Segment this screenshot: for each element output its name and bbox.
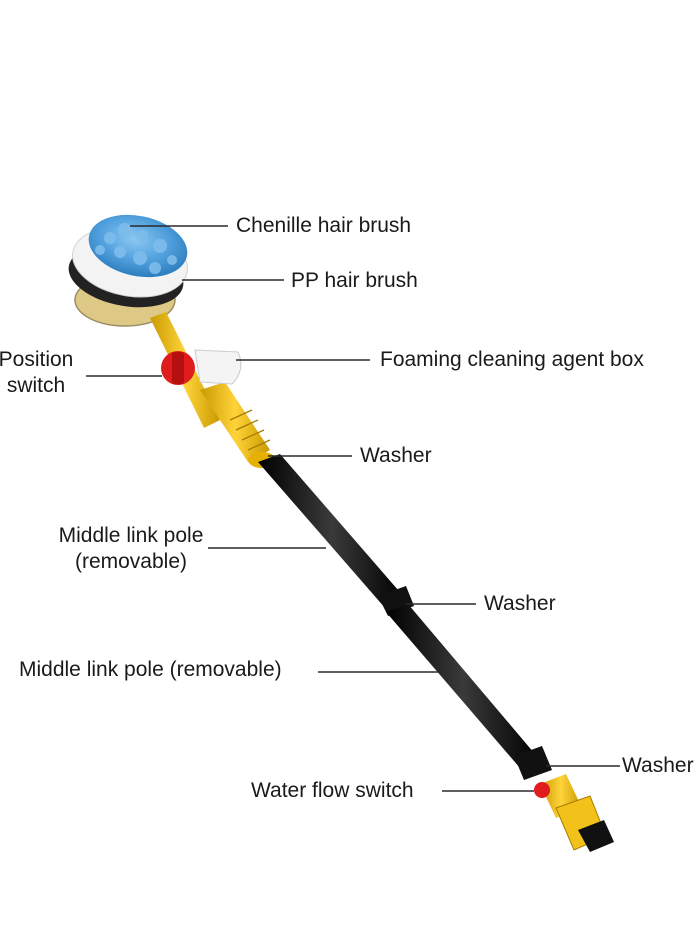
- label-water-flow-switch: Water flow switch: [251, 779, 414, 802]
- label-middle-pole-2: Middle link pole (removable): [19, 658, 282, 681]
- label-position-switch: Position switch: [0, 347, 82, 399]
- yellow-connector: [150, 312, 276, 468]
- label-foaming-box: Foaming cleaning agent box: [380, 348, 644, 371]
- chenille-top: [88, 214, 188, 278]
- label-middle-pole-1-line2: (removable): [74, 550, 188, 573]
- bottom-connector: [534, 774, 614, 852]
- leader-lines: [86, 225, 620, 792]
- label-position-switch-line1: Position: [0, 348, 74, 371]
- position-switch-knob: [161, 351, 195, 385]
- brush-head: [68, 214, 188, 327]
- label-middle-pole-1: Middle link pole (removable): [50, 523, 212, 575]
- label-washer-upper: Washer: [360, 444, 432, 467]
- label-washer-lower: Washer: [622, 754, 694, 777]
- label-chenille-brush: Chenille hair brush: [236, 214, 412, 237]
- label-pp-brush: PP hair brush: [291, 269, 418, 292]
- label-washer-middle: Washer: [484, 592, 556, 615]
- label-middle-pole-1-line1: Middle link pole: [58, 524, 204, 547]
- foam-box: [194, 349, 242, 385]
- pole-assembly: [258, 454, 552, 780]
- label-position-switch-line2: switch: [6, 374, 66, 397]
